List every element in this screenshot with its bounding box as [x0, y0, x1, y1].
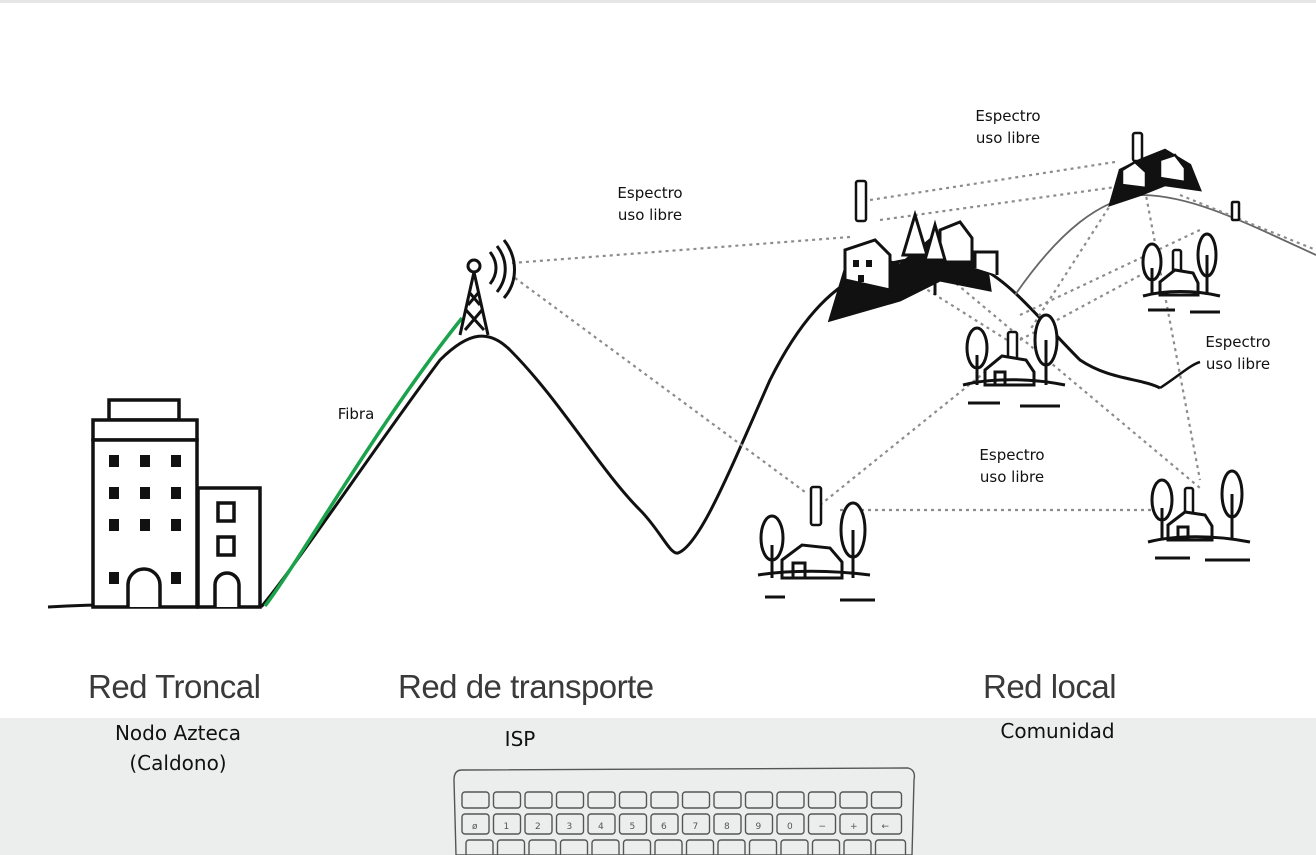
keyboard-key [555, 791, 585, 809]
house-with-trees-icon [1141, 232, 1221, 314]
keyboard-key-label: + [850, 822, 858, 832]
fiber-line [263, 316, 464, 608]
keyboard-key [587, 813, 616, 835]
keyboard-key [461, 791, 490, 809]
section-subtitle-transport: ISP [504, 727, 536, 751]
section-subtitle-backbone: Nodo Azteca (Caldono) [114, 721, 242, 775]
keyboard-key [744, 813, 774, 835]
bottom-band [0, 718, 1316, 855]
house-with-trees-icon [1147, 469, 1251, 562]
section-title-backbone: Red Troncal [88, 668, 261, 705]
radio-tower-icon [458, 239, 516, 336]
keyboard-key-label: 0 [787, 822, 793, 832]
spectrum-label-2: Espectro uso libre [975, 107, 1041, 147]
keyboard-key-label: 3 [567, 822, 573, 832]
keyboard-key [587, 791, 616, 809]
section-title-transport: Red de transporte [398, 668, 654, 705]
keyboard-key [776, 813, 805, 835]
keyboard-key-label: 7 [693, 822, 699, 832]
keyboard-key [717, 839, 746, 855]
keyboard-key [681, 813, 711, 835]
keyboard-key [492, 791, 522, 809]
keyboard-key [524, 791, 553, 809]
keyboard-key [839, 791, 868, 809]
fiber-label: Fibra [337, 405, 375, 423]
keyboard-key [811, 839, 841, 855]
village-icon [827, 209, 999, 323]
keyboard-key [807, 813, 837, 835]
top-border [0, 0, 1316, 3]
keyboard-key [843, 839, 872, 855]
section-title-local: Red local [983, 668, 1117, 705]
keyboard-key [559, 839, 589, 855]
keyboard-key [870, 813, 903, 835]
keyboard-key-label: ø [472, 822, 478, 832]
keyboard-key [622, 839, 652, 855]
spectrum-label-4: Espectro uso libre [979, 446, 1045, 486]
keyboard-key [870, 791, 903, 809]
keyboard-key [713, 813, 742, 835]
keyboard-key [650, 791, 679, 809]
keyboard-key [524, 813, 553, 835]
office-building-icon [91, 398, 262, 609]
village-icon [1108, 148, 1202, 207]
keyboard-key-label: 9 [756, 822, 762, 832]
keyboard-key-label: 5 [630, 822, 636, 832]
keyboard-key-label: 8 [724, 822, 730, 832]
keyboard-key-label: 4 [598, 822, 604, 832]
keyboard-key [650, 813, 679, 835]
keyboard-key [776, 791, 805, 809]
keyboard-key [654, 839, 683, 855]
right-hill-line-2 [1159, 360, 1201, 390]
keyboard-key-label: ← [882, 822, 890, 832]
wireless-links [511, 160, 1316, 512]
keyboard-key-label: 1 [504, 822, 510, 832]
keyboard-key [618, 813, 648, 835]
spectrum-label-3: Espectro uso libre [1205, 333, 1271, 373]
keyboard-key [874, 839, 907, 855]
keyboard-key [744, 791, 774, 809]
house-with-trees-icon [962, 313, 1066, 408]
keyboard-key [748, 839, 778, 855]
keyboard-key [681, 791, 711, 809]
keyboard-key-label: − [819, 822, 827, 832]
keyboard-icon: ø 1 2 3 4 5 6 7 8 9 0 − + ← [453, 767, 916, 855]
keyboard-key [492, 813, 522, 835]
keyboard-key [461, 813, 490, 835]
keyboard-key [555, 813, 585, 835]
keyboard-key [780, 839, 809, 855]
antenna-icon [809, 131, 1241, 527]
keyboard-key-label: 2 [535, 822, 541, 832]
spectrum-label-1: Espectro uso libre [617, 184, 683, 224]
keyboard-key [528, 839, 557, 855]
keyboard-key [713, 791, 742, 809]
keyboard-key-label: 6 [661, 822, 667, 832]
keyboard-key [839, 813, 868, 835]
section-subtitle-local: Comunidad [1000, 719, 1115, 743]
house-with-trees-icon [757, 501, 875, 602]
keyboard-key [591, 839, 620, 855]
keyboard-key [807, 791, 837, 809]
keyboard-key [465, 839, 494, 855]
keyboard-key [496, 839, 526, 855]
keyboard-key [685, 839, 715, 855]
keyboard-key [618, 791, 648, 809]
